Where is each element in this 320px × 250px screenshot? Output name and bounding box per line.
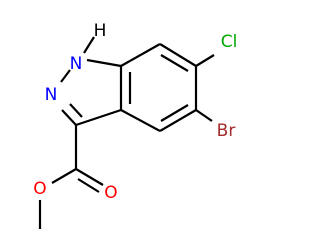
bond-n2-c3-inner <box>69 103 83 118</box>
bond-n2-c3 <box>61 109 77 126</box>
bond-n1-n2 <box>60 69 71 83</box>
bond-c4-c3a <box>120 109 161 132</box>
bond-ccarbonyl-o-inner <box>77 178 100 193</box>
chemical-structure: H N N Cl Br O O <box>33 21 237 229</box>
bond-c7a-n1 <box>86 58 122 68</box>
bond-c5-c4-inner <box>160 104 189 122</box>
bond-ccarbonyl-o <box>75 168 104 186</box>
bond-ccarbonyl-oester <box>51 168 77 184</box>
bond-c5-br <box>195 109 213 122</box>
atom-n2: N <box>45 85 58 105</box>
bond-c6-cl <box>195 54 215 67</box>
bond-c7-c6-inner <box>160 54 189 72</box>
atom-cl: Cl <box>221 32 238 52</box>
bond-c7a-c7 <box>120 43 161 67</box>
bond-c3-c3a <box>75 108 122 127</box>
atom-o-carbonyl: O <box>104 183 117 203</box>
bond-c7-c6 <box>159 43 197 67</box>
atom-o-ester: O <box>33 179 46 199</box>
bond-c5-c4 <box>159 109 197 132</box>
atom-n1: N <box>70 54 83 74</box>
atom-br: Br <box>217 121 236 141</box>
bonds <box>38 36 215 229</box>
atom-h: H <box>94 21 107 41</box>
bond-n1-h <box>83 36 95 54</box>
atom-labels: H N N Cl Br O O <box>33 21 237 203</box>
